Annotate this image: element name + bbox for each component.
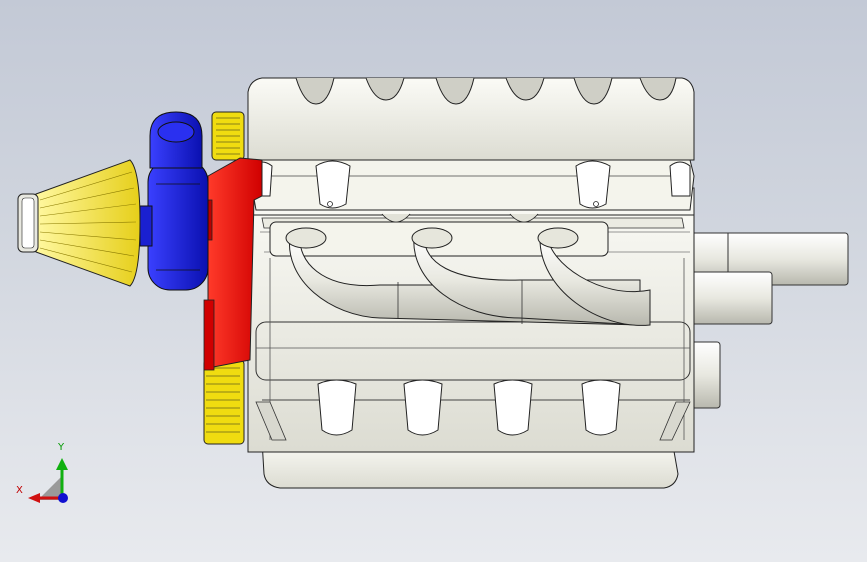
axis-x-label: X (16, 485, 23, 496)
cylinder-head[interactable] (247, 77, 695, 223)
view-triad (28, 458, 68, 503)
exhaust-manifold[interactable] (269, 221, 651, 326)
timing-pulleys[interactable] (203, 111, 245, 445)
turbocharger[interactable] (139, 111, 209, 291)
axis-y-label: Y (58, 442, 65, 453)
air-filter[interactable] (17, 159, 141, 287)
